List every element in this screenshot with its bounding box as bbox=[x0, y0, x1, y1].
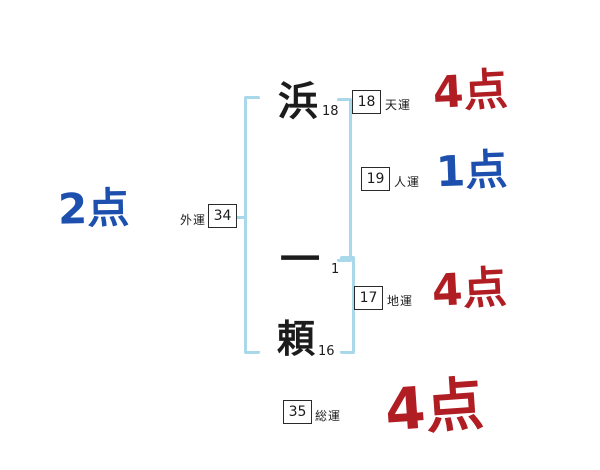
heaven-fortune-score: 4点 bbox=[431, 64, 509, 119]
person-fortune-value: 19 bbox=[366, 171, 385, 187]
total-fortune-value: 35 bbox=[288, 404, 307, 420]
earth-fortune-bracket bbox=[340, 256, 355, 354]
name-char-2-strokes: 1 bbox=[331, 262, 340, 277]
person-fortune-box: 19 bbox=[361, 167, 390, 191]
name-char-3-strokes: 16 bbox=[318, 344, 335, 359]
person-fortune-score: 1点 bbox=[435, 144, 509, 197]
name-char-3: 頼 bbox=[277, 317, 316, 361]
outer-fortune-score: 2点 bbox=[57, 183, 130, 234]
outer-fortune-connector bbox=[237, 216, 245, 219]
heaven-fortune-value: 18 bbox=[357, 94, 376, 110]
outer-fortune-box: 34 bbox=[208, 204, 237, 228]
heaven-fortune-label: 天運 bbox=[385, 98, 412, 112]
name-char-2: 一 bbox=[280, 237, 320, 283]
outer-fortune-bracket bbox=[244, 96, 260, 354]
name-char-1: 浜 bbox=[278, 79, 318, 125]
outer-fortune-value: 34 bbox=[213, 208, 232, 224]
earth-fortune-label: 地運 bbox=[387, 294, 414, 308]
person-fortune-label: 人運 bbox=[394, 175, 421, 189]
outer-fortune-label: 外運 bbox=[180, 213, 207, 227]
earth-fortune-score: 4点 bbox=[430, 262, 508, 317]
total-fortune-box: 35 bbox=[283, 400, 312, 424]
person-fortune-bracket bbox=[337, 98, 352, 262]
earth-fortune-value: 17 bbox=[359, 290, 378, 306]
total-fortune-label: 総運 bbox=[315, 409, 342, 423]
earth-fortune-box: 17 bbox=[354, 286, 383, 310]
name-char-1-strokes: 18 bbox=[322, 104, 339, 119]
heaven-fortune-box: 18 bbox=[352, 90, 381, 114]
total-fortune-score: 4点 bbox=[382, 369, 486, 445]
